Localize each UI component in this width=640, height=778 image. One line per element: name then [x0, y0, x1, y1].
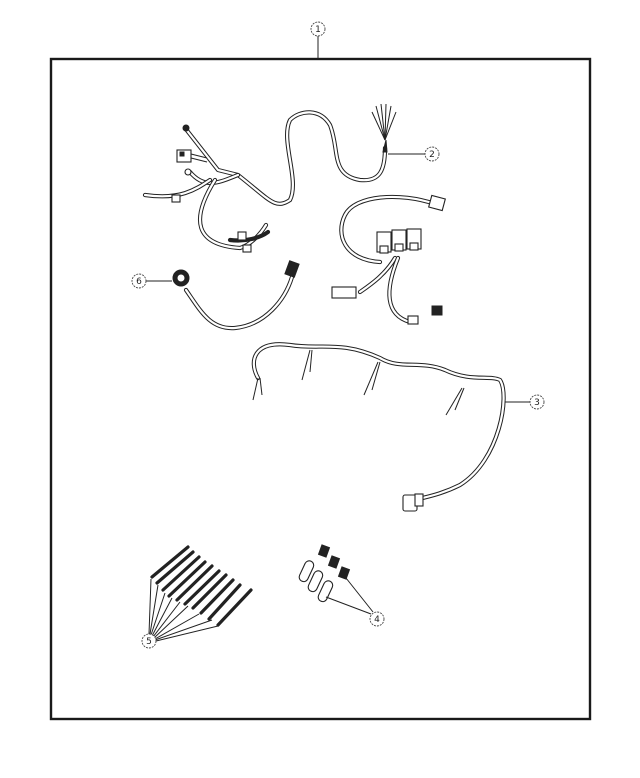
main-harness-with-pigtail-leads: [142, 103, 397, 253]
kit-frame: [49, 57, 592, 721]
callout-2-label: 2: [429, 150, 435, 160]
cable-ties: [150, 545, 253, 627]
callout-4: 4: [325, 577, 385, 627]
callout-2: 2: [388, 146, 440, 162]
round-connector-harness: [172, 260, 300, 331]
callout-1: 1: [310, 21, 326, 59]
callout-1-label: 1: [315, 25, 321, 35]
callout-5: 5: [141, 578, 219, 649]
callout-4-label: 4: [374, 615, 380, 625]
sleeves-and-terminal-caps: [298, 544, 351, 603]
callout-3: 3: [505, 394, 545, 410]
callout-6: 6: [131, 273, 172, 289]
relay-block-harness: [331, 194, 446, 325]
callout-5-label: 5: [146, 637, 152, 647]
callout-6-label: 6: [136, 277, 142, 287]
callout-3-label: 3: [534, 398, 540, 408]
harness-with-branch-connectors: [251, 342, 506, 512]
